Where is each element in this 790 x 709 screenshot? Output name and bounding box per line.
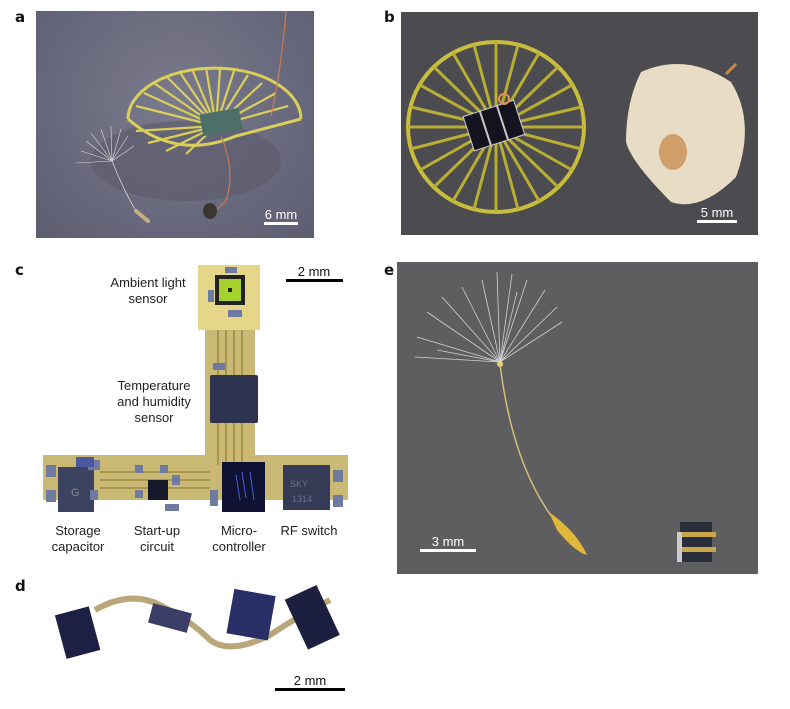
flier-illustration bbox=[75, 11, 303, 223]
panel-a-photo: 6 mm bbox=[36, 11, 314, 238]
label-storage-capacitor: Storage capacitor bbox=[51, 523, 105, 554]
label-ambient-light-sensor: Ambient light sensor bbox=[110, 275, 186, 306]
panel-b-scale-text: 5 mm bbox=[700, 205, 734, 220]
dandelion-seed-illustration bbox=[414, 271, 716, 562]
panel-e-scale-text: 3 mm bbox=[431, 534, 465, 549]
panel-c-circuit: G SKY 1314 Ambient light sensor Temperat… bbox=[0, 250, 390, 570]
svg-text:SKY: SKY bbox=[290, 479, 308, 489]
label-temperature-humidity-sensor: Temperature and humidity sensor bbox=[117, 378, 191, 425]
svg-text:G: G bbox=[71, 487, 80, 499]
panel-c-scale-text: 2 mm bbox=[297, 264, 331, 279]
label-rf-switch: RF switch bbox=[280, 523, 338, 538]
panel-d-scale-bar: 2 mm bbox=[274, 673, 346, 691]
panel-a-scale-text: 6 mm bbox=[264, 207, 298, 222]
panel-c-scale-bar: 2 mm bbox=[284, 264, 344, 282]
panel-a-scale-bar: 6 mm bbox=[260, 207, 302, 225]
svg-text:1314: 1314 bbox=[292, 494, 312, 504]
bent-circuit-illustration bbox=[54, 585, 340, 659]
panel-b-scale-bar: 5 mm bbox=[694, 205, 740, 223]
panel-d-scale-text: 2 mm bbox=[293, 673, 327, 688]
panel-d-flex-circuit bbox=[50, 580, 360, 670]
panel-b-label: b bbox=[384, 8, 395, 26]
panel-e-label: e bbox=[384, 261, 395, 279]
panel-e-photo: 3 mm bbox=[397, 262, 758, 574]
label-microcontroller: Micro- controller bbox=[212, 523, 266, 554]
panel-d-label: d bbox=[15, 577, 26, 595]
circular-flier-illustration bbox=[406, 40, 745, 214]
label-start-up-circuit: Start-up circuit bbox=[133, 523, 181, 554]
circuit-board-illustration: G SKY 1314 bbox=[43, 265, 348, 512]
panel-c-label: c bbox=[15, 261, 24, 279]
panel-e-scale-bar: 3 mm bbox=[419, 534, 477, 552]
panel-a-label: a bbox=[15, 8, 26, 26]
panel-b-photo: 5 mm bbox=[401, 12, 758, 235]
